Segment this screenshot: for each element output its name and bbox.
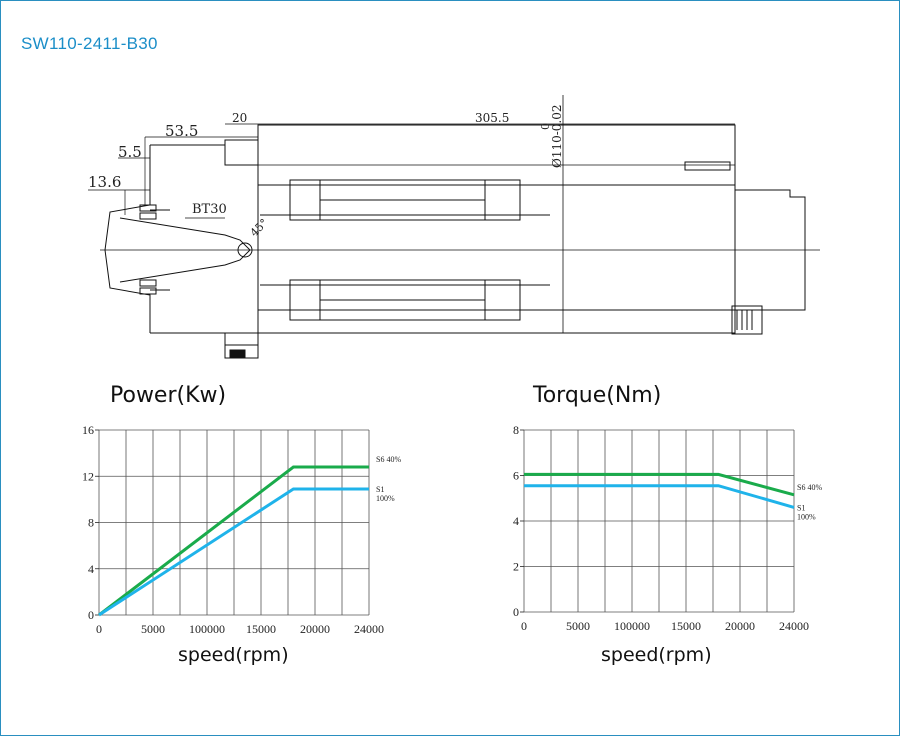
- flange-top: [150, 144, 258, 166]
- model-title: SW110-2411-B30: [21, 34, 158, 53]
- housing-bottom: [258, 309, 736, 334]
- rotor-bottom: [289, 279, 521, 321]
- connector: [731, 305, 763, 335]
- dim-5-5: 5.5: [118, 143, 142, 161]
- taper-label: BT30: [192, 202, 227, 217]
- diameter-label: Ø110-0.02: [550, 104, 564, 168]
- dim-13-6: 13.6: [88, 173, 121, 191]
- housing-top: [257, 124, 736, 186]
- dim-53-5: 53.5: [165, 122, 198, 140]
- dim-305-5: 305.5: [475, 111, 509, 125]
- spindle-drawing: 53.5 20 5.5 13.6 305.5 BT30 45° Ø110-0.0…: [88, 95, 820, 359]
- taper: [119, 217, 251, 283]
- rear-cap: [735, 189, 806, 311]
- rotor-top: [289, 179, 521, 221]
- angle-label: 45°: [248, 216, 271, 239]
- diameter-tol: 0: [539, 123, 552, 130]
- dim-20: 20: [232, 111, 247, 125]
- flange-bottom: [150, 332, 259, 346]
- bearing-detail: [684, 161, 731, 171]
